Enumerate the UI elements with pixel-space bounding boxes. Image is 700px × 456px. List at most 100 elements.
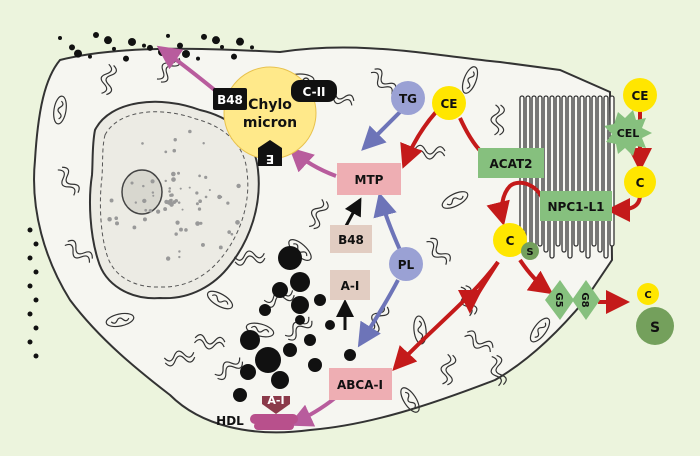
secreted-particle xyxy=(236,37,244,46)
mitochondrion xyxy=(105,312,135,328)
g5-g8-transporter: G5 G8 xyxy=(545,280,600,320)
secreted-particle xyxy=(33,353,39,359)
er-membrane xyxy=(64,243,91,263)
a1-box-label: A-I xyxy=(341,279,360,293)
chromatin-dot xyxy=(177,171,181,175)
g8-label: G8 xyxy=(579,292,590,307)
chromatin-dot xyxy=(178,250,181,253)
chromatin-dot xyxy=(200,242,205,247)
er-membrane xyxy=(284,316,310,337)
ce-circle-center: CE xyxy=(432,86,466,120)
secreted-particle xyxy=(177,42,183,49)
chromatin-dot xyxy=(202,142,205,145)
ce-lumen-label: CE xyxy=(631,89,648,103)
s-out-label: S xyxy=(650,320,660,336)
lipid-droplet xyxy=(240,330,260,350)
chylomicron-label-2: micron xyxy=(243,115,297,131)
mitochondrion xyxy=(441,191,469,209)
chromatin-dot xyxy=(163,207,168,212)
npc1l1-box: NPC1-L1 xyxy=(540,191,612,221)
c-lumen-label: C xyxy=(636,176,645,190)
chromatin-dot xyxy=(148,209,153,213)
chromatin-dot xyxy=(184,228,188,232)
chromatin-dot xyxy=(164,199,169,204)
hdl-label: HDL xyxy=(216,414,244,428)
chromatin-dot xyxy=(167,199,173,205)
secreted-particle xyxy=(33,325,39,331)
chromatin-dot xyxy=(198,174,201,178)
a1-hdl-label: A-I xyxy=(267,394,284,407)
chromatin-dot xyxy=(172,148,177,153)
nuclear-envelope-inner xyxy=(99,111,249,288)
chromatin-dot xyxy=(171,171,176,177)
microvillus xyxy=(573,95,579,247)
lipid-droplet xyxy=(233,388,247,402)
chromatin-dot xyxy=(188,186,191,189)
secreted-particle xyxy=(231,53,237,60)
nucleolus xyxy=(121,169,163,215)
er-membrane xyxy=(490,104,500,136)
b48-to-mtp-arrow xyxy=(344,197,362,227)
chromatin-dot xyxy=(144,208,148,212)
er-membrane xyxy=(217,361,244,381)
secreted-particle xyxy=(69,44,75,51)
er-membrane xyxy=(426,240,448,265)
chromatin-dot xyxy=(198,199,202,204)
pl-circle: PL xyxy=(389,247,423,281)
chromatin-dot xyxy=(195,221,200,226)
ce-center-label: CE xyxy=(440,97,457,111)
chromatin-dot xyxy=(168,190,171,193)
acat2-label: ACAT2 xyxy=(490,157,533,171)
a1-box: A-I xyxy=(330,270,370,300)
chromatin-dot xyxy=(178,255,181,259)
secreted-particle xyxy=(33,297,39,303)
chromatin-dot xyxy=(109,198,114,203)
apo-b48-tag: B48 xyxy=(213,88,247,110)
chromatin-dot xyxy=(151,191,155,194)
secreted-particle xyxy=(74,49,82,58)
chromatin-dot xyxy=(171,177,176,182)
b48-box-label: B48 xyxy=(338,233,364,247)
chromatin-dot xyxy=(197,207,202,211)
secreted-particle xyxy=(220,44,224,49)
c-center-label: C xyxy=(506,234,515,248)
lipid-droplets xyxy=(233,246,356,402)
secreted-particles xyxy=(27,31,254,359)
secreted-particle xyxy=(27,311,33,317)
er-membrane xyxy=(445,354,457,386)
chromatin-dot xyxy=(164,179,167,183)
chromatin-dot xyxy=(179,227,183,232)
mitochondrion xyxy=(529,317,551,343)
chromatin-dot xyxy=(195,202,199,206)
chromatin-dot xyxy=(114,216,119,221)
lipid-droplet xyxy=(278,246,302,270)
s-circle-out: S xyxy=(636,307,674,345)
cel-label: CEL xyxy=(617,127,640,140)
chromatin-dot xyxy=(204,175,208,179)
npc1l1-to-c-arrow xyxy=(486,180,547,226)
secreted-particle xyxy=(182,49,190,58)
c-circle-out: C xyxy=(637,283,659,305)
chromatin-dot xyxy=(172,200,177,204)
er-membrane xyxy=(100,63,113,94)
apo-c2-tag: C-II xyxy=(291,80,337,102)
mitochondrion-crista xyxy=(534,322,547,338)
lipid-droplet xyxy=(325,320,335,330)
mitochondrion-crista xyxy=(57,100,64,120)
chromatin-dot xyxy=(169,193,173,197)
secreted-particle xyxy=(27,283,33,289)
nucleus xyxy=(89,100,260,300)
mitochondrion-crista xyxy=(405,391,416,408)
lipid-droplet xyxy=(290,272,310,292)
mitochondrion-crista xyxy=(446,195,464,206)
cytoplasmic-organelles xyxy=(53,54,551,413)
lipid-droplet xyxy=(255,347,281,373)
secreted-particle xyxy=(27,339,33,345)
chromatin-dot xyxy=(175,220,180,225)
c-to-g5g8-arrow xyxy=(518,258,554,295)
mitochondrion-crista xyxy=(110,317,130,324)
chromatin-speckles xyxy=(107,129,241,261)
s-circle-small: S xyxy=(521,242,539,260)
microvillus xyxy=(543,95,549,253)
